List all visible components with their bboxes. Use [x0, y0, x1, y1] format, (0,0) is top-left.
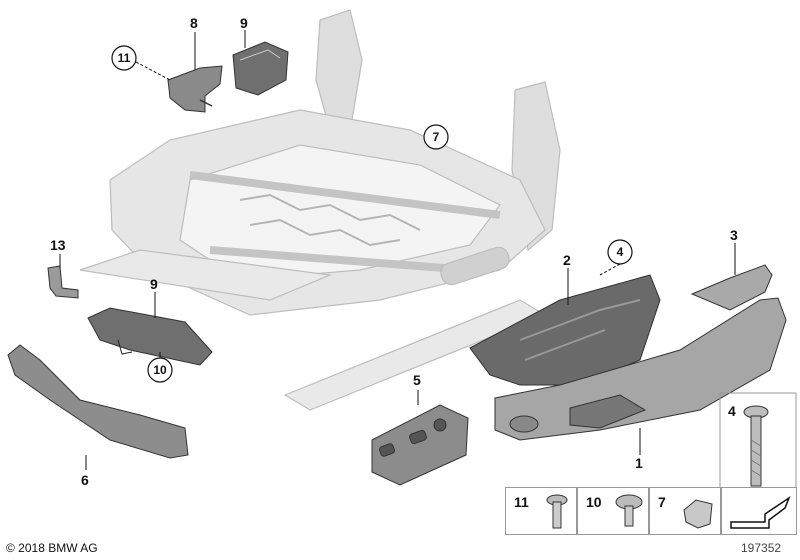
direction-arrow-icon [730, 496, 791, 529]
copyright: © 2018 BMW AG [6, 541, 98, 555]
part-9-panel [87, 307, 213, 366]
diagram-id: 197352 [741, 541, 782, 555]
legend-reference [721, 487, 797, 535]
part-6-trim [7, 344, 189, 459]
callout-4-bolt: 4 [728, 403, 736, 419]
callout-3: 3 [730, 227, 738, 243]
leader-lines [59, 30, 736, 470]
clip-nut-icon [683, 499, 713, 529]
legend-number: 11 [514, 494, 529, 510]
part-5-switch [371, 404, 469, 486]
seat-frame [79, 9, 561, 411]
callout-1: 1 [635, 455, 643, 471]
part-9-cover [232, 41, 289, 96]
legend-item-10: 10 [577, 487, 649, 535]
circled-ref-10: 10 [147, 357, 173, 383]
callout-6: 6 [81, 472, 89, 488]
screw-icon [546, 494, 568, 529]
pan-head-screw-icon [615, 494, 643, 527]
part-2-bracket [469, 274, 661, 386]
part-1-trim [494, 297, 787, 441]
circled-ref-7: 7 [423, 124, 449, 150]
callout-9-left: 9 [150, 276, 158, 292]
callout-2: 2 [563, 252, 571, 268]
callout-13: 13 [50, 237, 66, 253]
legend-item-11: 11 [505, 487, 577, 535]
callout-8: 8 [190, 15, 198, 31]
part-3-cap [690, 264, 773, 311]
legend-number: 7 [658, 494, 666, 510]
svg-text:7: 7 [433, 130, 440, 144]
svg-text:10: 10 [153, 363, 167, 377]
part-8-bracket [167, 65, 223, 113]
part-13-clip [47, 265, 79, 299]
legend-number: 10 [586, 494, 602, 510]
circled-ref-4: 4 [607, 239, 633, 265]
legend-item-7: 7 [649, 487, 721, 535]
svg-text:11: 11 [118, 51, 131, 65]
callout-5: 5 [413, 372, 421, 388]
svg-text:4: 4 [617, 245, 624, 259]
circled-ref-11: 11 [111, 45, 137, 71]
part-4-bolt [743, 405, 769, 487]
callout-9-top: 9 [240, 15, 248, 31]
